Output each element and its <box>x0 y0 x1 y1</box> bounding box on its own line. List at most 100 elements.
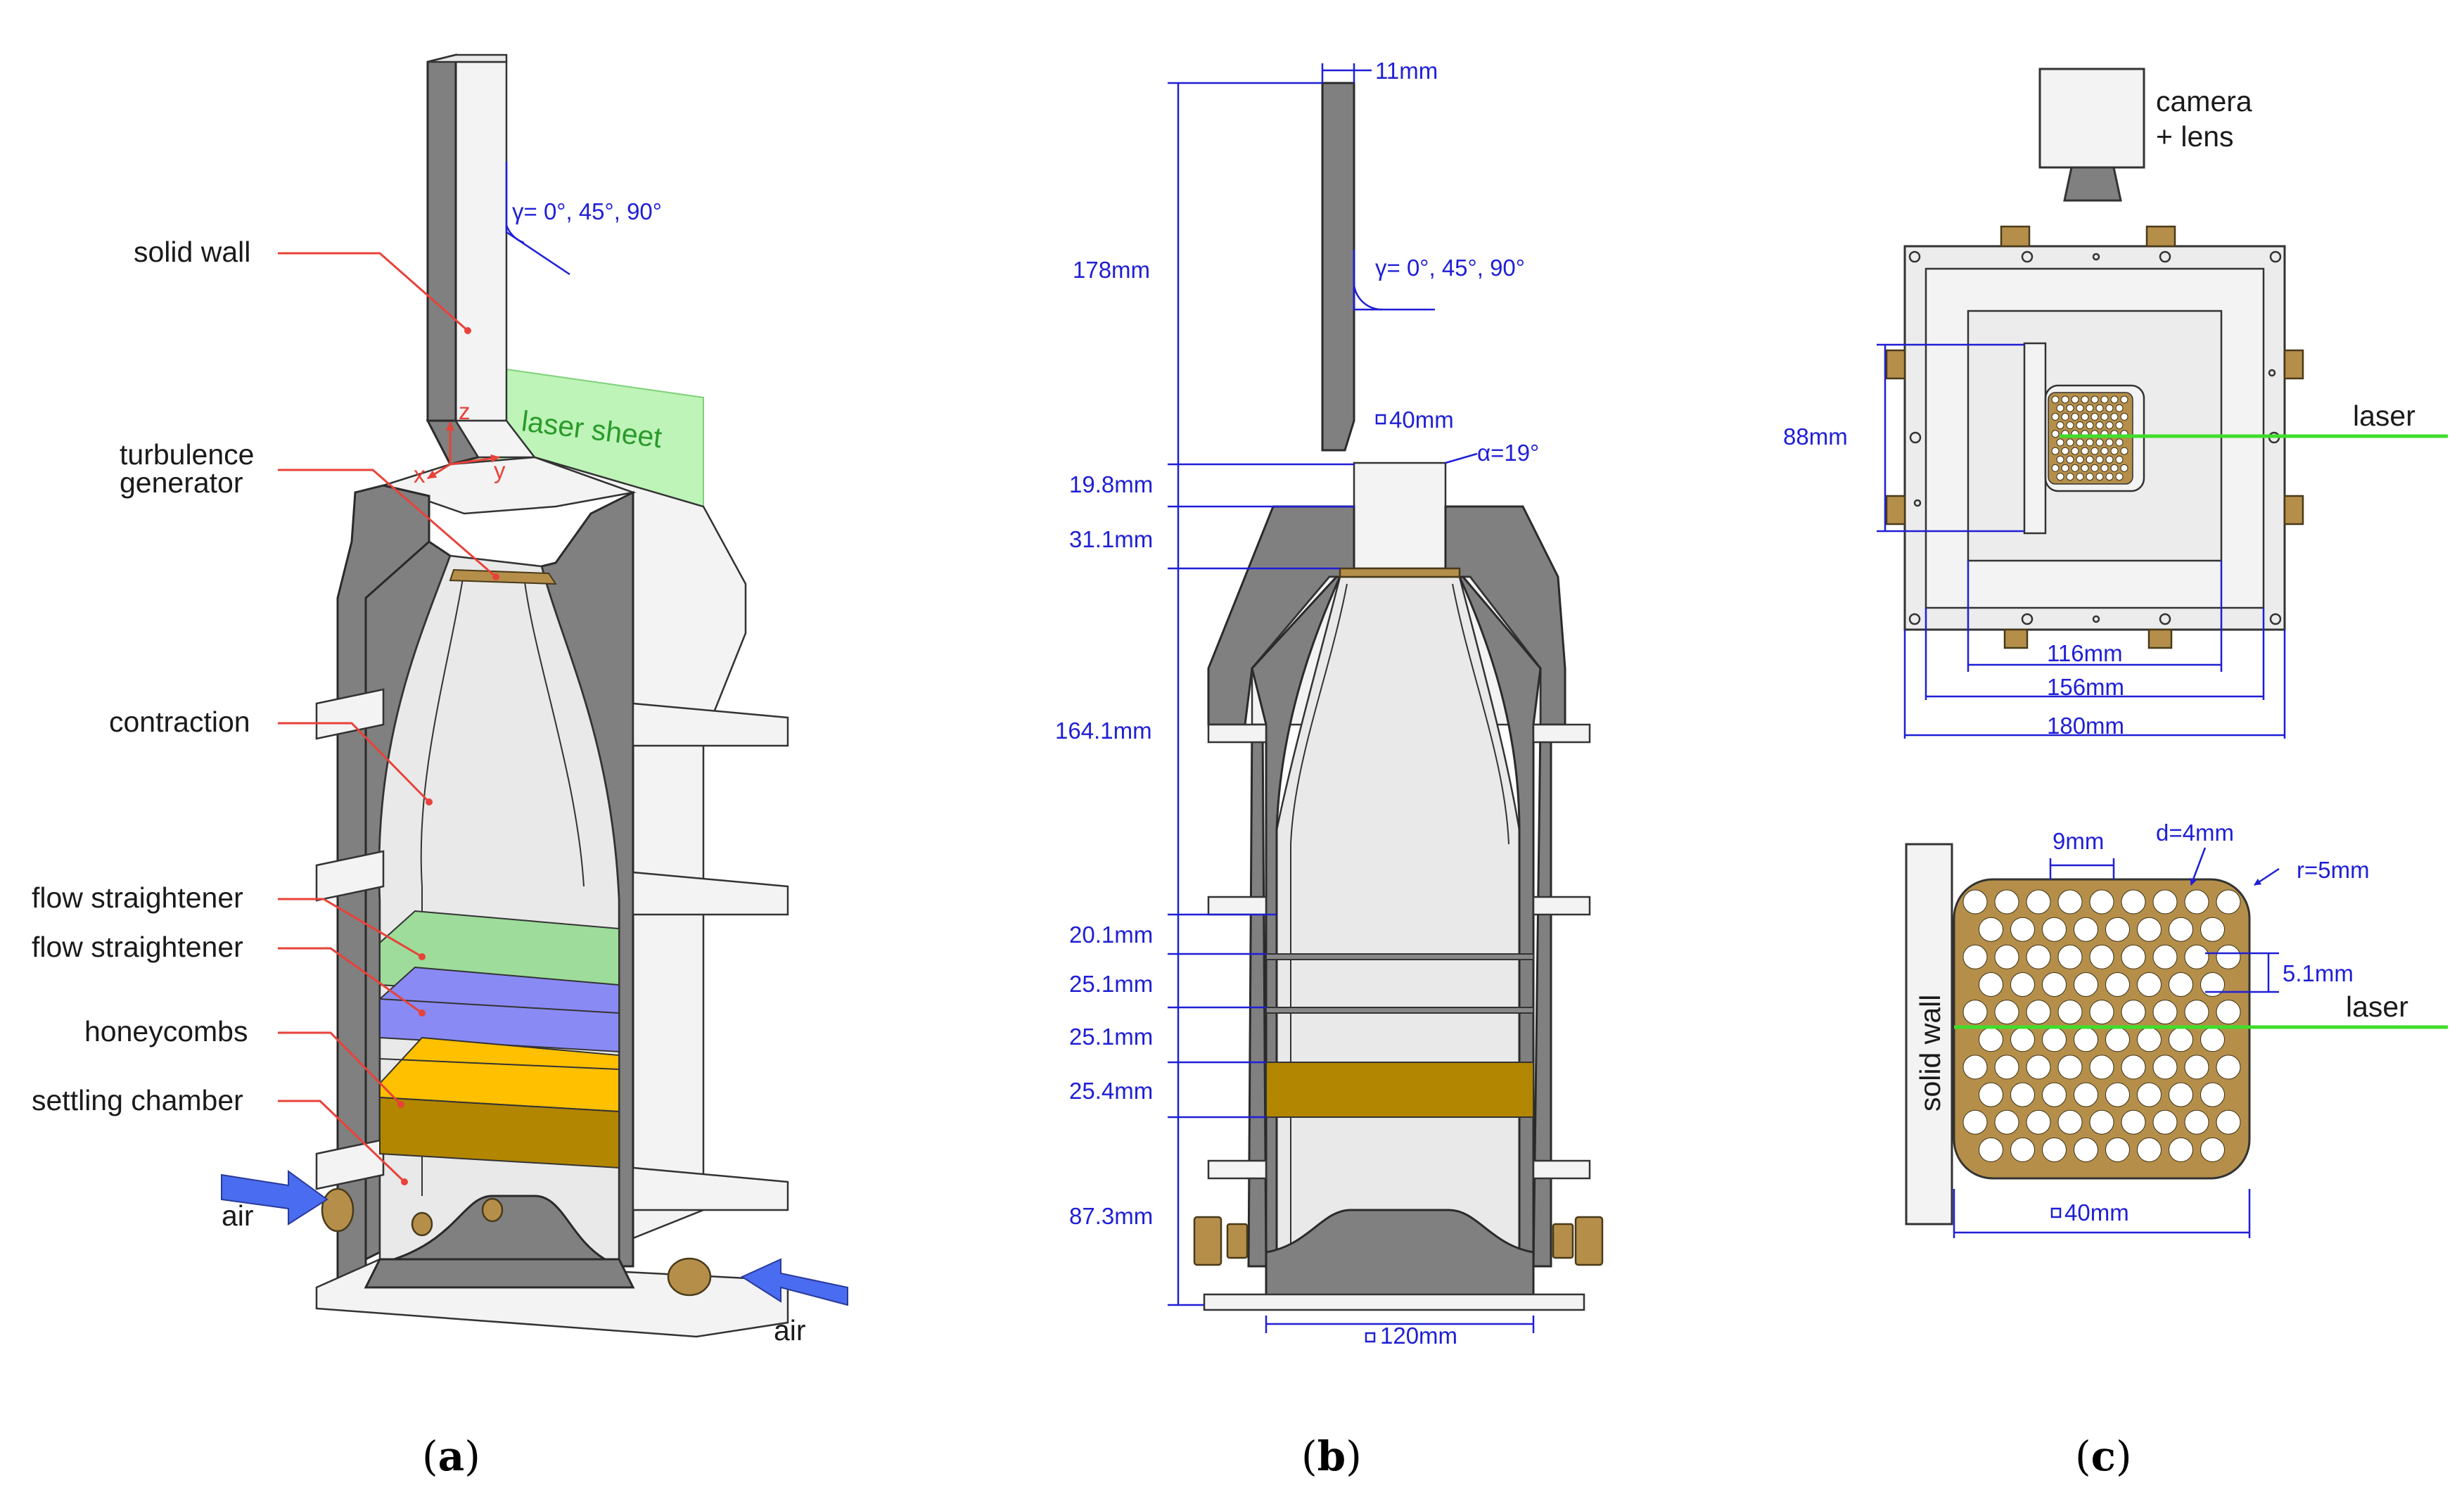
axis-y-label: y <box>494 457 506 483</box>
honeycomb-hole <box>2076 473 2084 481</box>
honeycomb-hole <box>2071 395 2079 404</box>
honeycomb-hole <box>1979 1027 2003 1052</box>
honeycomb-hole <box>2169 1137 2193 1162</box>
honeycomb-hole <box>2105 438 2114 447</box>
honeycomb-hole <box>2095 404 2104 412</box>
honeycombs-top <box>379 1036 620 1113</box>
leader-contraction <box>278 722 430 803</box>
base-plate-b <box>1203 1293 1585 1311</box>
label-turbulence-1: turbulence <box>120 438 254 471</box>
panel-a: laser sheet γ= 0°, 45°, 90° <box>32 53 848 1480</box>
honeycomb-hole <box>1962 1000 1988 1025</box>
angle-arc-b <box>1353 277 1383 311</box>
honeycomb-hole <box>2056 455 2064 464</box>
honeycomb-hole <box>2066 421 2074 429</box>
honeycomb-hole <box>2051 464 2060 472</box>
dim-c-hole-d: d=4mm <box>2156 820 2234 846</box>
honeycomb-hole <box>1962 1055 1988 1080</box>
honeycomb-hole <box>2152 1055 2178 1080</box>
honeycomb-hole <box>2066 438 2074 447</box>
honeycomb-hole <box>2115 438 2124 447</box>
honeycomb-hole <box>2076 455 2084 464</box>
air-label-left: air <box>222 1199 254 1232</box>
honeycomb-hole <box>2042 1137 2067 1162</box>
panel-b: γ= 0°, 45°, 90° <box>1055 58 1604 1480</box>
honeycomb-hole <box>2115 404 2124 412</box>
dim-b-base-width: 120mm <box>1380 1323 1457 1349</box>
honeycomb-hole <box>2184 1109 2209 1135</box>
honeycomb-hole <box>1962 889 1988 915</box>
solid-wall-plate <box>426 53 508 422</box>
outlet-b <box>1353 461 1447 570</box>
honeycomb-hole <box>2076 404 2084 412</box>
dim-c-pitch: 9mm <box>2053 828 2104 854</box>
honeycomb-hole <box>2057 889 2083 915</box>
label-laser-bottom: laser <box>2346 991 2408 1023</box>
brass-fittings-c <box>1885 225 2304 649</box>
bolt-holes-c <box>1908 250 2282 625</box>
label-turbulence-2: generator <box>120 466 243 499</box>
honeycomb-hole <box>1979 917 2003 942</box>
honeycomb-hole <box>2074 972 2098 997</box>
label-solid-wall-c: solid wall <box>1914 995 1946 1112</box>
label-settling-chamber: settling chamber <box>32 1084 243 1116</box>
honeycomb-hole <box>2066 404 2074 412</box>
honeycomb-hole <box>2100 412 2109 421</box>
camera-body <box>2038 68 2145 169</box>
dim-b-top-width: 11mm <box>1375 58 1438 84</box>
housing-a <box>315 456 789 1338</box>
dimensions-c-top <box>1877 343 2286 739</box>
dim-c-grid-width: 40mm <box>2064 1199 2129 1225</box>
honeycomb-hole <box>2086 455 2094 464</box>
turbulence-grid-b <box>1339 567 1461 578</box>
honeycomb-hole <box>2152 1000 2178 1025</box>
honeycomb-hole <box>2152 944 2178 969</box>
honeycomb-hole <box>2026 889 2051 915</box>
angle-guide-b <box>1353 250 1435 311</box>
honeycomb-hole <box>1994 1109 2019 1135</box>
honeycomb-b <box>1265 1062 1534 1118</box>
honeycomb-hole <box>2120 447 2128 455</box>
honeycomb-hole <box>2105 455 2114 464</box>
leader-settling-chamber <box>278 1100 406 1183</box>
honeycomb-hole <box>2216 1055 2241 1080</box>
honeycomb-hole <box>2089 1109 2114 1135</box>
honeycomb-hole <box>2200 1082 2225 1107</box>
honeycomb-hole <box>1979 972 2003 997</box>
caption-b: (b) <box>1301 1432 1362 1480</box>
honeycomb-hole <box>2169 1082 2193 1107</box>
honeycomb-hole <box>2042 917 2067 942</box>
honeycomb-hole <box>2100 395 2109 404</box>
honeycomb-hole <box>2061 464 2069 472</box>
fitting-inner-1 <box>411 1211 433 1237</box>
honeycomb-hole <box>2042 1082 2067 1107</box>
honeycomb-hole <box>2184 1055 2209 1080</box>
honeycomb-hole <box>2076 438 2084 447</box>
honeycomb-hole <box>2061 395 2069 404</box>
honeycomb-hole <box>2010 917 2035 942</box>
honeycomb-hole <box>2105 972 2130 997</box>
honeycomb-hole <box>2010 1137 2035 1162</box>
honeycomb-hole <box>2074 1137 2098 1162</box>
flow-straightener-b-2 <box>1265 1007 1534 1014</box>
caption-a: (a) <box>422 1432 480 1480</box>
flow-straightener-blue <box>379 966 620 1053</box>
honeycomb-hole <box>2056 404 2064 412</box>
honeycomb-hole <box>2086 404 2094 412</box>
honeycomb-hole <box>2169 917 2193 942</box>
honeycomb-hole <box>2121 944 2146 969</box>
dim-b-height-wall: 178mm <box>1073 257 1150 283</box>
honeycomb-hole <box>2071 412 2079 421</box>
honeycomb-hole <box>2057 944 2083 969</box>
honeycomb-hole <box>2120 464 2128 472</box>
honeycomb-hole <box>1979 1082 2003 1107</box>
honeycomb-hole <box>2184 889 2209 915</box>
dim-c-88: 88mm <box>1783 424 1848 450</box>
honeycomb-hole <box>2089 889 2114 915</box>
honeycomb-hole <box>2152 889 2178 915</box>
honeycomb-hole <box>2010 1082 2035 1107</box>
honeycomb-hole <box>2074 1027 2098 1052</box>
honeycomb-hole <box>2086 473 2094 481</box>
honeycomb-hole <box>2090 412 2099 421</box>
honeycomb-hole <box>2010 1027 2035 1052</box>
